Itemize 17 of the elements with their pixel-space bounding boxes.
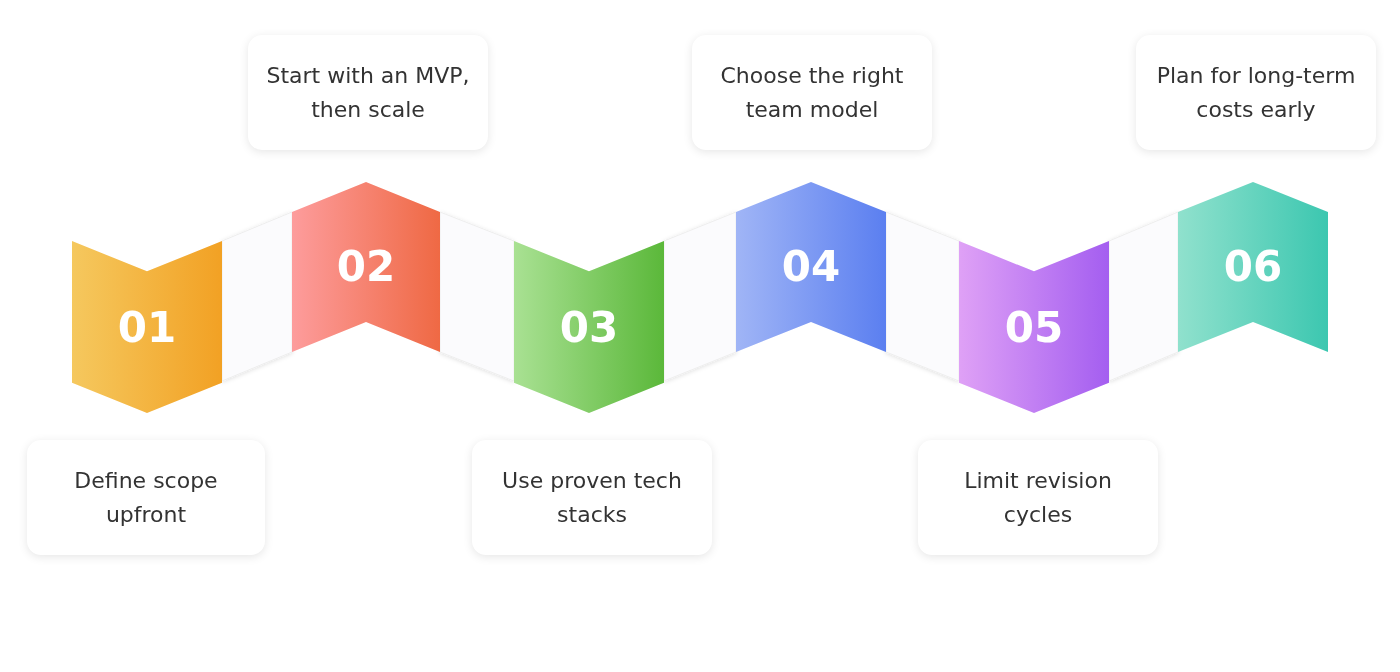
card-text: Plan for long-term costs early (1155, 61, 1357, 124)
step-number: 06 (1223, 246, 1283, 288)
step-number: 02 (336, 246, 396, 288)
card-text: Choose the right team model (719, 61, 905, 124)
step-number: 05 (1004, 307, 1064, 349)
step-number: 03 (559, 307, 619, 349)
card-text: Limit revision cycles (963, 466, 1113, 529)
card-text: Use proven tech stacks (501, 466, 683, 529)
step-number: 04 (781, 246, 841, 288)
card-text: Define scope upfront (73, 466, 219, 529)
card-text: Start with an MVP, then scale (265, 61, 471, 124)
ribbon-connector (1108, 211, 1179, 382)
ribbon-connector (663, 211, 737, 382)
ribbon-connector (885, 211, 960, 382)
ribbon-connector (221, 211, 293, 382)
ribbon-connector (439, 211, 515, 382)
step-number: 01 (117, 307, 177, 349)
